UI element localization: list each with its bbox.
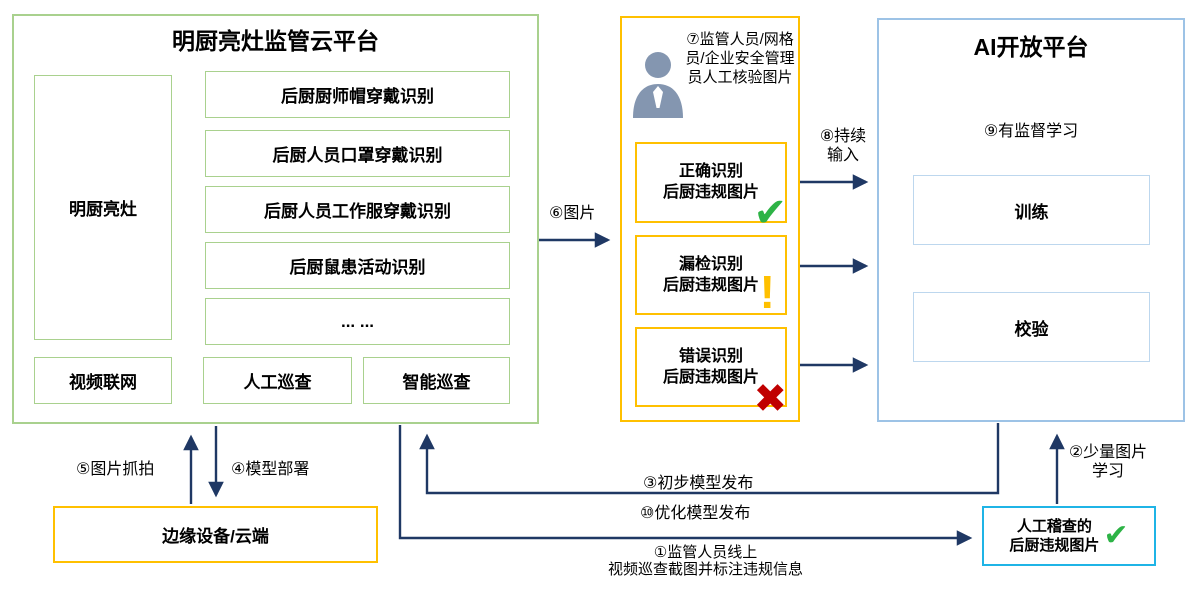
audited-line2: 后厨违规图片 (1009, 537, 1100, 554)
flow-label-5-image-capture: ⑤图片抓拍 (76, 461, 155, 478)
exclamation-icon: ! (759, 265, 775, 318)
recognition-item-hat: 后厨厨师帽穿戴识别 (205, 71, 510, 118)
flow-label-2-few-images-learning: ②少量图片 学习 (1068, 444, 1148, 480)
flow-label-6-images: ⑥图片 (549, 205, 596, 222)
flow-label-8-continuous-input: ⑧持续 输入 (819, 128, 867, 164)
video-network-box: 视频联网 (34, 357, 172, 404)
result-wrong-line1: 错误识别 (678, 348, 743, 365)
check-icon: ✔ (1103, 519, 1129, 552)
recognition-item-more: ... ... (205, 298, 510, 345)
flow-label-4-model-deploy: ④模型部署 (231, 461, 310, 478)
flow-label-3-initial-model-release: ③初步模型发布 (643, 475, 754, 492)
ai-platform-title: AI开放平台 (973, 34, 1089, 60)
result-wrong-box: 错误识别 后厨违规图片 ✖ (635, 327, 787, 419)
recognition-item-uniform: 后厨人员工作服穿戴识别 (205, 186, 510, 233)
edge-device-box: 边缘设备/云端 (53, 506, 378, 563)
smart-patrol-box: 智能巡查 (363, 357, 510, 404)
audited-line1: 人工稽查的 (1016, 518, 1092, 535)
verify-box: 校验 (913, 292, 1150, 362)
recognition-item-rodent: 后厨鼠患活动识别 (205, 242, 510, 289)
result-correct-line1: 正确识别 (678, 163, 743, 180)
result-missed-line1: 漏检识别 (678, 256, 743, 273)
review-header-text: ⑦监管人员/网格员/企业安全管理员人工核验图片 (685, 31, 795, 86)
supervised-learning-label: ⑨有监督学习 (983, 123, 1079, 140)
manual-patrol-box: 人工巡查 (203, 357, 352, 404)
audited-images-box: 人工稽查的 后厨违规图片 ✔ (982, 506, 1156, 566)
recognition-item-mask: 后厨人员口罩穿戴识别 (205, 130, 510, 177)
flow-label-10-optimized-model-release: ⑩优化模型发布 (640, 505, 751, 522)
result-correct-line2: 后厨违规图片 (662, 184, 759, 201)
kitchen-platform-title: 明厨亮灶监管云平台 (172, 28, 379, 54)
train-box: 训练 (913, 175, 1150, 245)
result-missed-box: 漏检识别 后厨违规图片 ! (635, 235, 787, 315)
flow-label-1-annotated-screenshots: ①监管人员线上 视频巡查截图并标注违规信息 (607, 544, 803, 578)
cross-icon: ✖ (753, 377, 787, 421)
mingchu-liangzao-box: 明厨亮灶 (34, 75, 172, 340)
check-icon: ✔ (753, 191, 787, 235)
person-icon (633, 52, 683, 118)
audited-images-text: 人工稽查的 后厨违规图片 (1009, 517, 1099, 555)
result-correct-box: 正确识别 后厨违规图片 ✔ (635, 142, 787, 233)
result-missed-line2: 后厨违规图片 (662, 277, 759, 294)
result-wrong-line2: 后厨违规图片 (662, 369, 759, 386)
